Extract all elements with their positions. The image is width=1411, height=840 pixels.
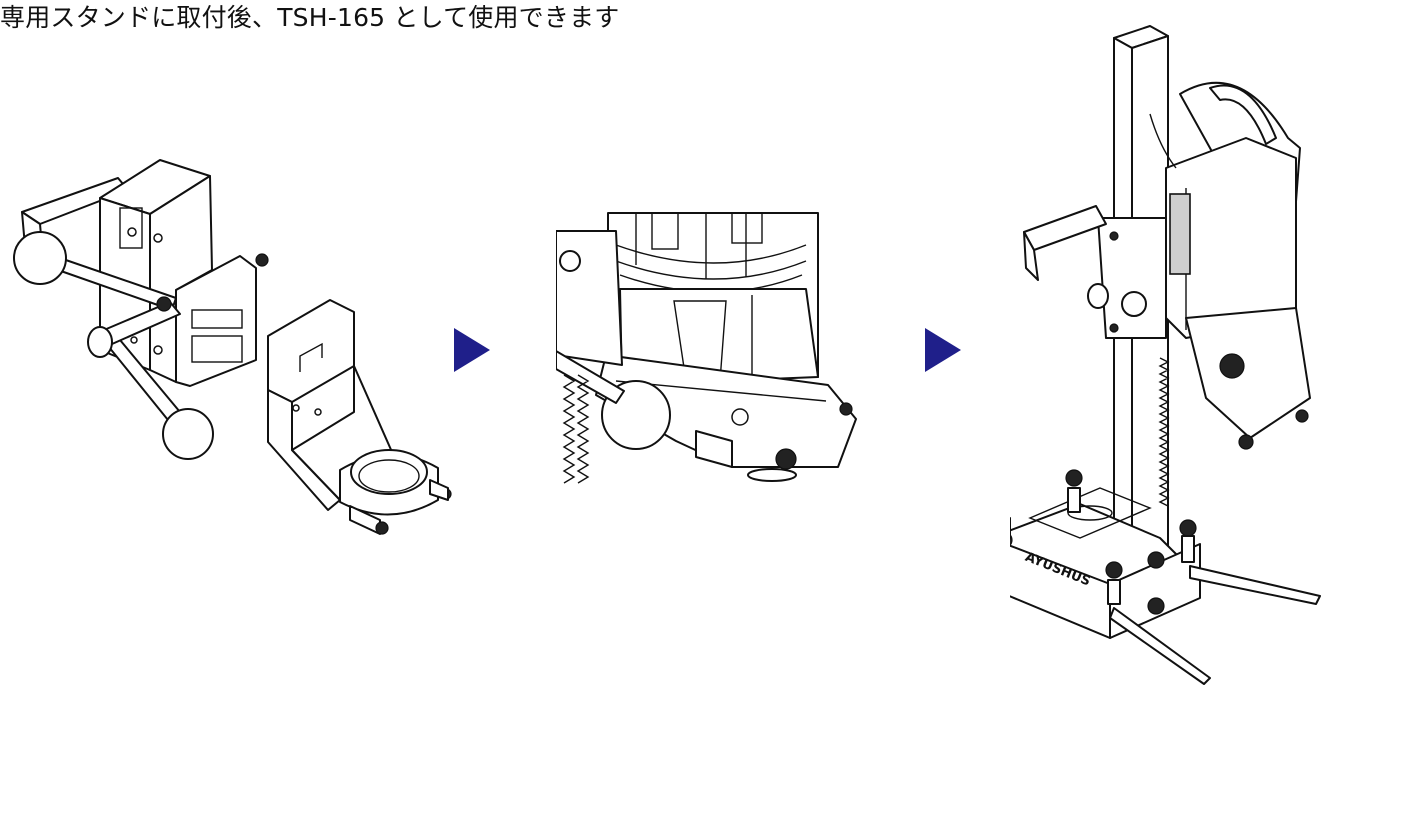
illustration-assembled-stand: AYUSHUS (1010, 18, 1340, 688)
page-caption: 専用スタンドに取付後、TSH-165 として使用できます (0, 3, 620, 32)
illustration-bracket-closeup (556, 205, 876, 495)
step-arrow-icon (923, 328, 963, 372)
step-arrow-icon (452, 328, 492, 372)
illustration-carriage-and-bracket (0, 150, 480, 550)
